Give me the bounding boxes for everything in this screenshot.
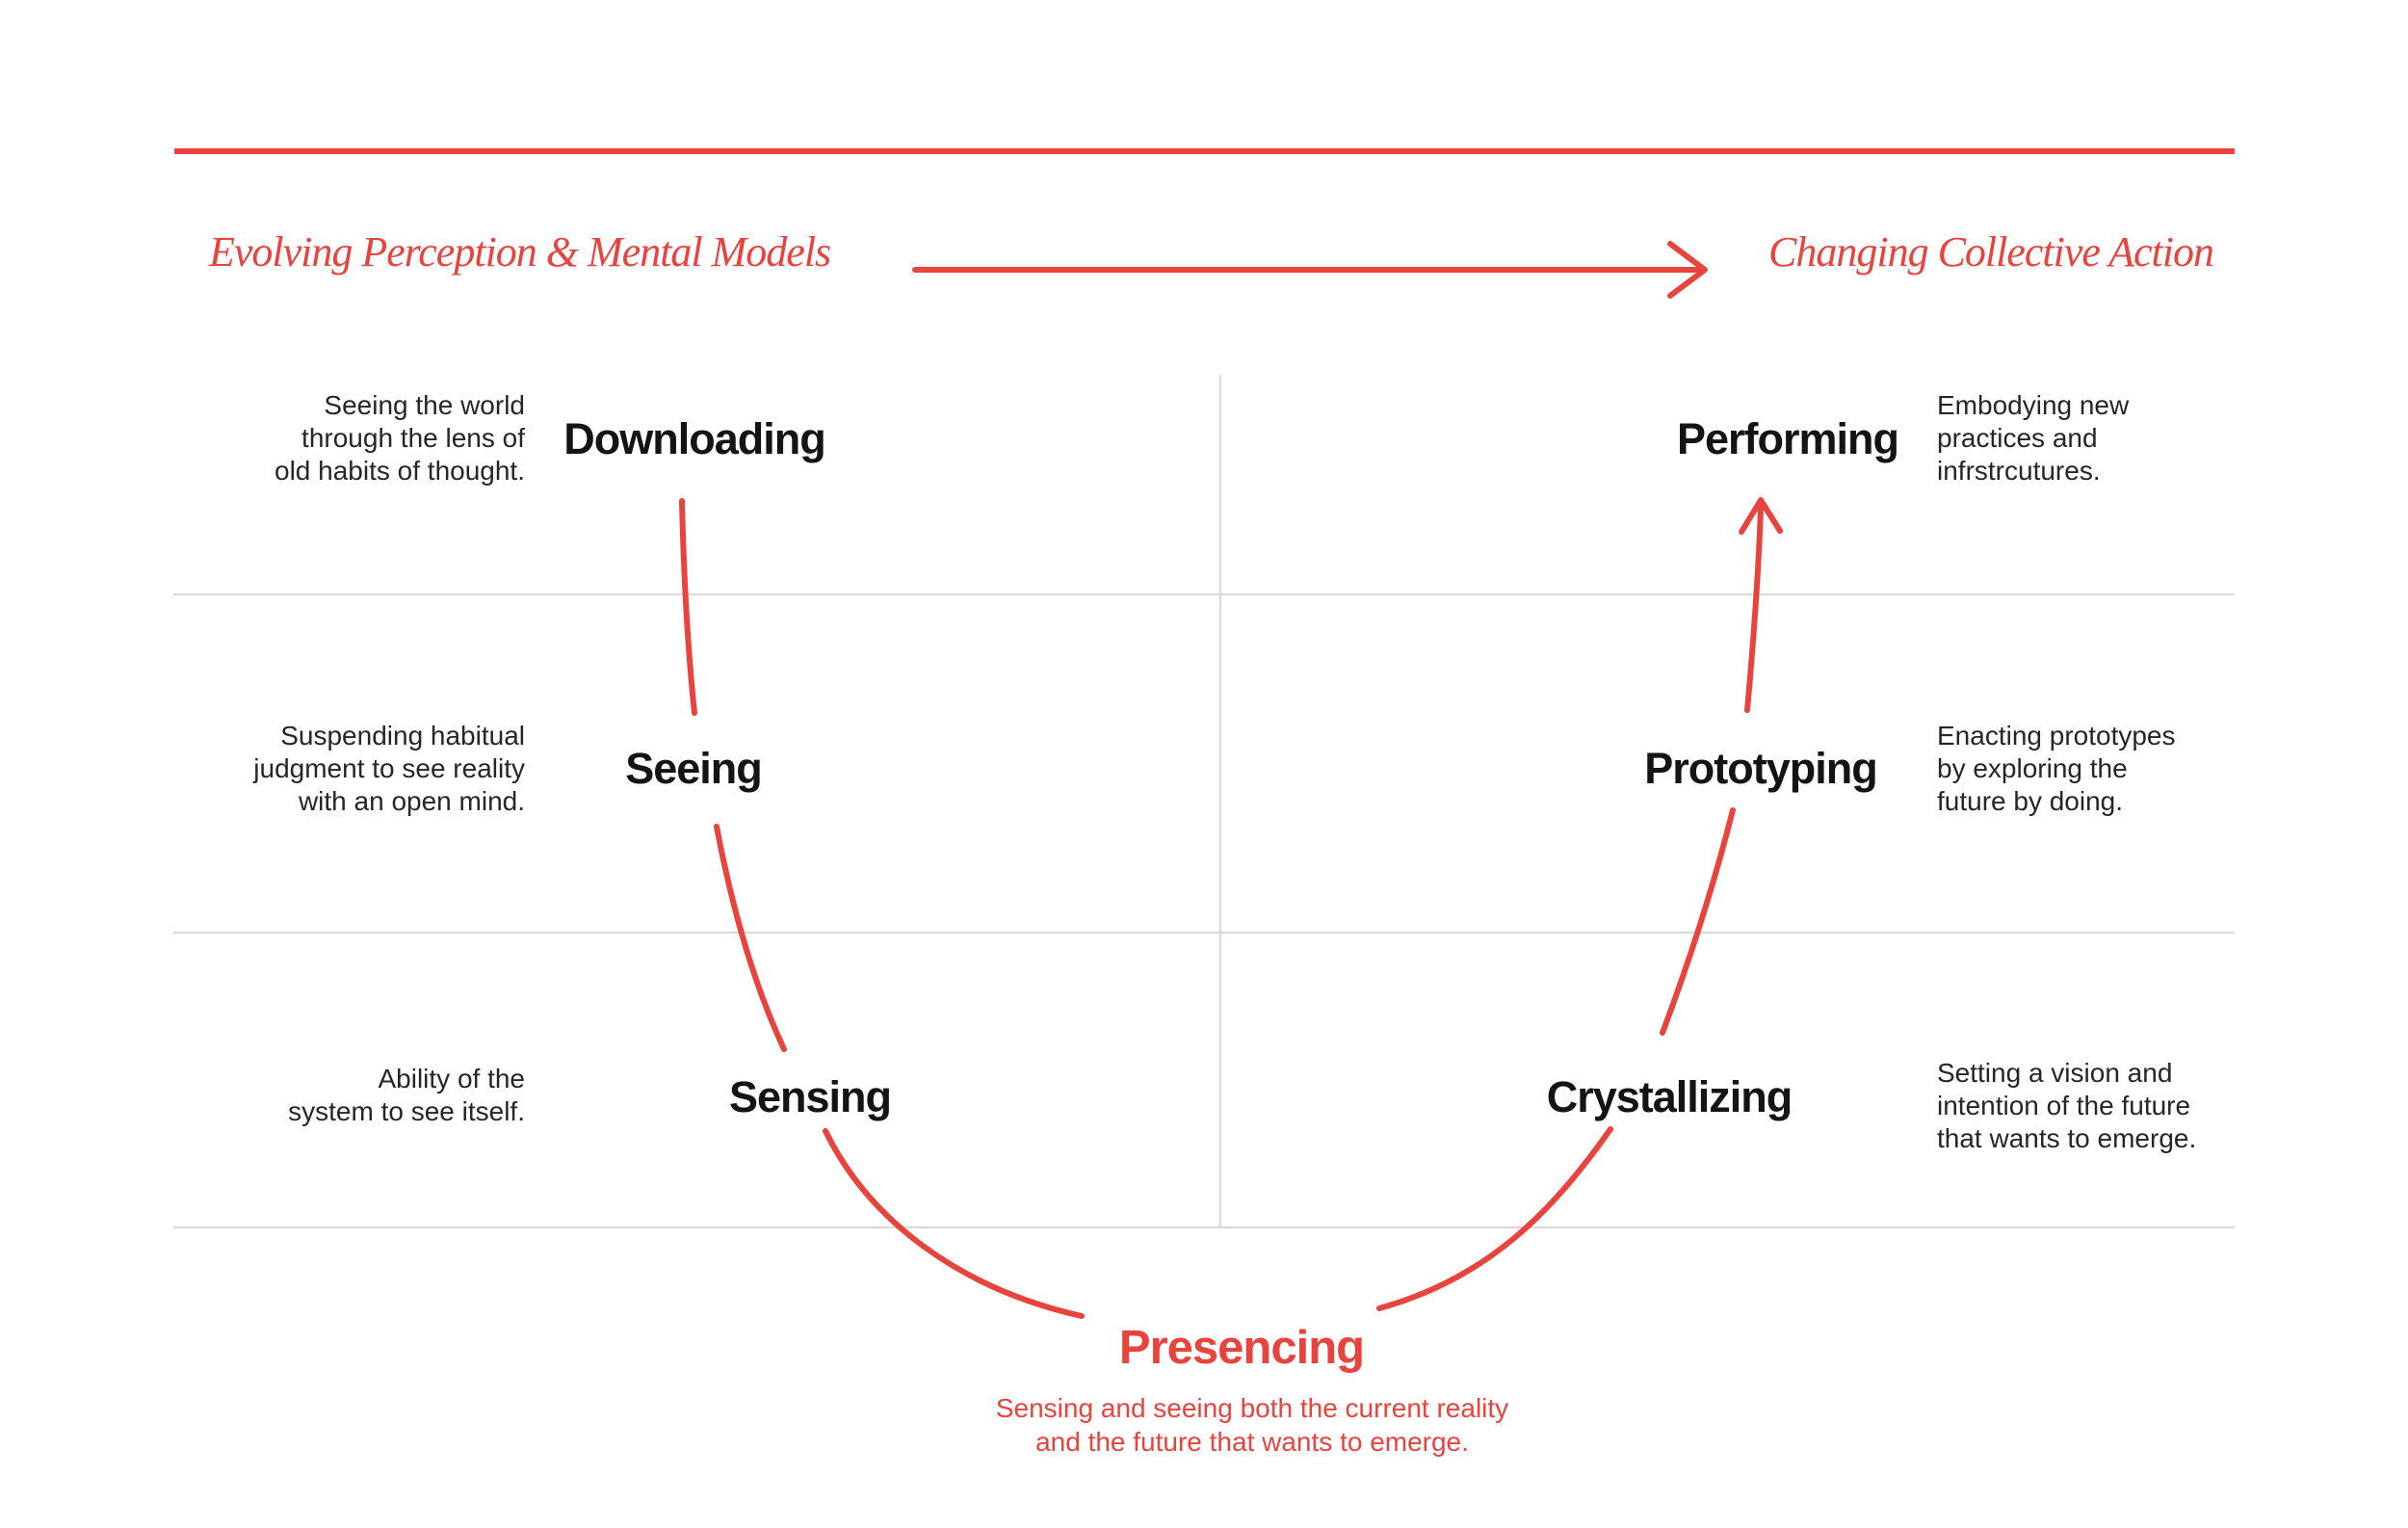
stage-label-crystallizing: Crystallizing [1546, 1072, 1793, 1121]
stage-description-prototyping: Enacting prototypes by exploring the fut… [1937, 721, 2176, 816]
stage-label-downloading: Downloading [563, 414, 825, 463]
top-rule [174, 148, 2235, 154]
u-curve-downloading-to-seeing [679, 498, 697, 716]
up-arrow-icon [1739, 497, 1783, 713]
grid-line-row1 [173, 593, 2235, 595]
stage-label-prototyping: Prototyping [1644, 744, 1877, 793]
stage-label-sensing: Sensing [728, 1072, 892, 1121]
u-curve-crystallizing-to-prototyping [1660, 807, 1736, 1036]
stage-description-performing: Embodying new practices and infrstrcutur… [1937, 390, 2130, 486]
u-curve-presencing-to-crystallizing [1376, 1126, 1613, 1311]
right-arrow-icon [912, 241, 1708, 299]
stage-description-presencing: Sensing and seeing both the current real… [995, 1393, 1509, 1457]
header-left-title: Evolving Perception & Mental Models [209, 228, 831, 276]
u-curve-sensing-to-presencing [823, 1128, 1085, 1319]
grid-line-vertical-divider [1219, 375, 1221, 1228]
grid-line-row2 [173, 932, 2235, 934]
header-right-title: Changing Collective Action [1768, 228, 2214, 276]
stage-label-presencing: Presencing [1118, 1322, 1365, 1374]
grid-line-row3 [173, 1226, 2235, 1228]
stage-label-seeing: Seeing [625, 744, 763, 793]
u-curve-seeing-to-sensing [714, 824, 787, 1052]
stage-label-performing: Performing [1676, 414, 1899, 463]
stage-description-downloading: Seeing the world through the lens of old… [275, 390, 525, 486]
stage-description-seeing: Suspending habitual judgment to see real… [253, 721, 525, 816]
stage-description-crystallizing: Setting a vision and intention of the fu… [1937, 1058, 2197, 1153]
stage-description-sensing: Ability of the system to see itself. [288, 1064, 525, 1126]
